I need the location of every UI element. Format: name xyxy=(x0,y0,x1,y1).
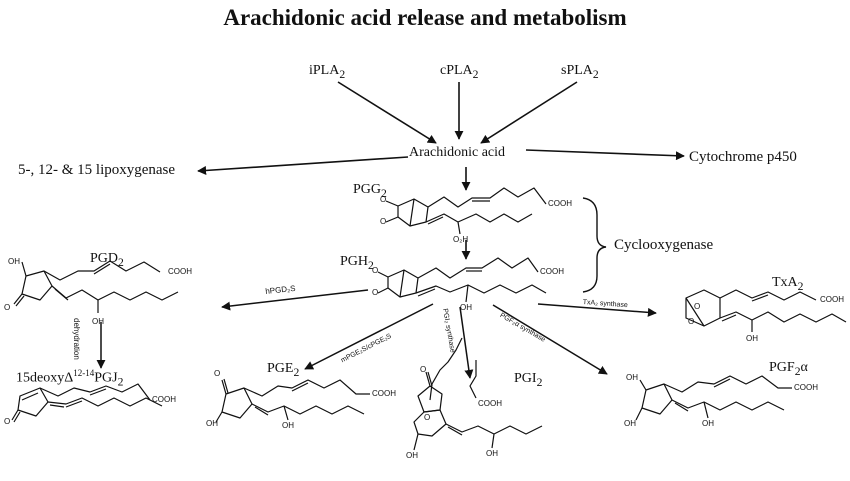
pgd2-o: O xyxy=(4,303,11,312)
pgi2-structure xyxy=(413,337,543,451)
pgf2a-oh-chain: OH xyxy=(702,419,714,428)
pgh2-o-bottom: O xyxy=(372,288,379,297)
node-pgi2: PGI2 xyxy=(514,371,543,389)
node-lipoxygenase: 5-, 12- & 15 lipoxygenase xyxy=(18,162,176,178)
pgg2-o2h: O₂H xyxy=(453,235,469,244)
pgd2-structure xyxy=(13,260,179,313)
node-cyclooxygenase: Cyclooxygenase xyxy=(614,237,714,253)
arrow-ipla2-to-arachidonic xyxy=(337,81,437,144)
node-pgd2: PGD2 xyxy=(90,251,124,269)
node-pgh2: PGH2 xyxy=(340,254,374,272)
node-spla2: sPLA2 xyxy=(561,63,599,81)
pgh2-o-top: O xyxy=(372,266,379,275)
node-arachidonic-acid: Arachidonic acid xyxy=(409,145,506,160)
pgg2-structure xyxy=(385,187,547,235)
node-pgf2a: PGF2α xyxy=(769,360,808,378)
pgi2-o-top: O xyxy=(420,365,427,374)
pge2-structure xyxy=(215,378,370,423)
pgd2-oh: OH xyxy=(8,257,20,266)
pgi2-cooh: COOH xyxy=(478,399,502,408)
pge2-oh-ring: OH xyxy=(206,419,218,428)
node-pgg2: PGG2 xyxy=(353,182,387,200)
pgh2-cooh: COOH xyxy=(540,267,564,276)
pge2-oh-chain: OH xyxy=(282,421,294,430)
cyclooxygenase-brace xyxy=(582,197,607,293)
pgi2-oh-chain: OH xyxy=(486,449,498,458)
arrow-to-pgd2 xyxy=(221,289,369,311)
txa2-oh: OH xyxy=(746,334,758,343)
pgj2-cooh: COOH xyxy=(152,395,176,404)
pgf2a-structure xyxy=(635,375,792,421)
txa2-structure xyxy=(685,289,847,332)
diagram-title: Arachidonic acid release and metabolism xyxy=(223,5,627,30)
arrow-to-txa2 xyxy=(537,303,657,317)
arrow-spla2-to-arachidonic xyxy=(480,81,578,144)
node-pge2: PGE2 xyxy=(267,361,300,379)
arrow-to-pgf2a xyxy=(492,304,608,375)
arrow-to-pge2 xyxy=(304,303,434,370)
pgf2a-cooh: COOH xyxy=(794,383,818,392)
arrow-to-cytochrome xyxy=(525,149,685,161)
node-cytochrome-p450: Cytochrome p450 xyxy=(689,149,797,165)
node-ipla2: iPLA2 xyxy=(309,63,346,81)
pgh2-oh: OH xyxy=(460,303,472,312)
arrow-to-pgi2 xyxy=(459,306,474,379)
txa2-o-bridge: O xyxy=(688,317,695,326)
pgj2-structure xyxy=(11,383,163,423)
pge2-o: O xyxy=(214,369,221,378)
pgd2-oh-chain: OH xyxy=(92,317,104,326)
pge2-cooh: COOH xyxy=(372,389,396,398)
pgg2-o-top: O xyxy=(380,195,387,204)
arrow-to-lipoxygenase xyxy=(197,156,409,175)
pgh2-structure xyxy=(377,257,547,303)
pgg2-o-bottom: O xyxy=(380,217,387,226)
pgf2a-oh-bottom: OH xyxy=(624,419,636,428)
txa2-cooh: COOH xyxy=(820,295,844,304)
node-cpla2: cPLA2 xyxy=(440,63,479,81)
node-txa2: TxA2 xyxy=(772,275,804,293)
txa2-o-ring: O xyxy=(694,302,701,311)
enzyme-dehydration: dehydration xyxy=(72,318,81,360)
pgd2-cooh: COOH xyxy=(168,267,192,276)
node-15deoxy-pgj2: 15deoxyΔ12-14PGJ2 xyxy=(16,368,124,389)
pgi2-oh-ring: OH xyxy=(406,451,418,460)
pgf2a-oh-top: OH xyxy=(626,373,638,382)
pgj2-o: O xyxy=(4,417,11,426)
pgg2-cooh: COOH xyxy=(548,199,572,208)
pgi2-o-ring: O xyxy=(424,413,431,422)
